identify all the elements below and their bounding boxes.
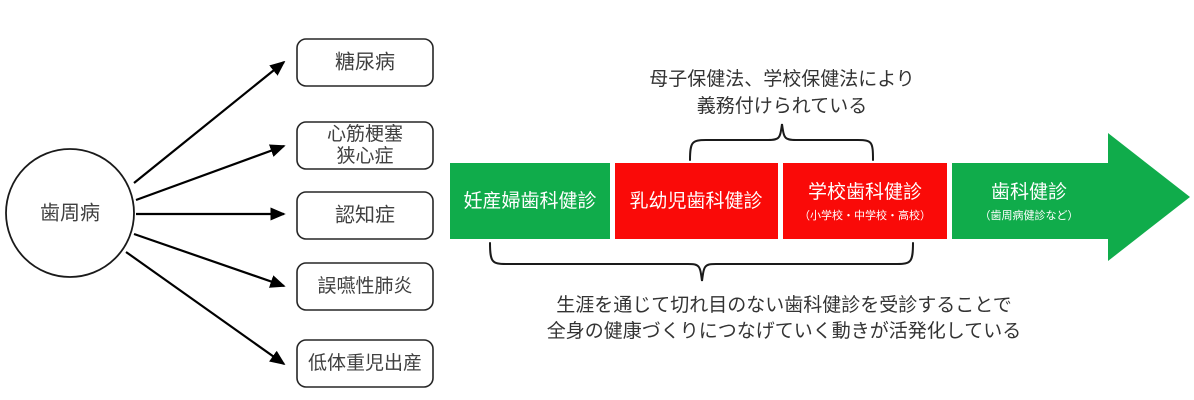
connector-to-outcome-4 <box>133 232 286 288</box>
arrow-segment-4[interactable] <box>952 163 1110 239</box>
connector-to-outcome-5 <box>125 251 286 366</box>
bottom-note-line-1: 生涯を通じて切れ目のない歯科健診を受診することで <box>556 294 1011 316</box>
bottom-brace <box>489 242 914 282</box>
arrow-segment-4-label: 歯科健診 <box>991 181 1067 203</box>
source-circle-label: 歯周病 <box>40 201 100 224</box>
outcome-box-2 <box>296 121 434 170</box>
arrow-segment-1[interactable] <box>450 163 610 239</box>
arrow-segment-1-label: 妊産婦歯科健診 <box>463 190 596 212</box>
outcome-box-3 <box>296 191 434 240</box>
outcome-box-5-label: 低体重児出産 <box>308 352 422 374</box>
connector-to-outcome-2 <box>135 144 286 202</box>
outcome-box-3-label: 認知症 <box>335 203 395 226</box>
outcome-box-1 <box>296 38 434 87</box>
outcome-box-4-label: 誤嚥性肺炎 <box>317 275 412 297</box>
outcome-box-1-label: 糖尿病 <box>335 50 395 73</box>
top-note-line-1: 母子保健法、学校保健法により <box>649 68 915 90</box>
connector-to-outcome-1 <box>133 60 286 184</box>
arrow-segment-4-sublabel: （歯周病健診など） <box>980 208 1079 222</box>
outcome-box-5 <box>296 339 434 388</box>
bottom-note-line-2: 全身の健康づくりにつなげていく動きが活発化している <box>547 320 1021 342</box>
source-circle <box>5 148 135 278</box>
arrow-segment-2-label: 乳幼児歯科健診 <box>629 190 762 212</box>
outcome-box-2-label-line1: 心筋梗塞 <box>327 123 403 145</box>
arrow-segment-3[interactable] <box>783 163 947 239</box>
arrow-segment-3-label: 学校歯科健診 <box>808 181 922 203</box>
outcome-box-2-label-line2: 狭心症 <box>336 145 393 167</box>
arrow-segment-3-sublabel: （小学校・中学校・高校） <box>799 208 931 222</box>
timeline-arrowhead <box>1108 133 1190 261</box>
top-brace <box>689 123 874 161</box>
outcome-box-4 <box>296 262 434 311</box>
top-note-line-2: 義務付けられている <box>697 95 867 117</box>
arrow-segment-2[interactable] <box>615 163 778 239</box>
